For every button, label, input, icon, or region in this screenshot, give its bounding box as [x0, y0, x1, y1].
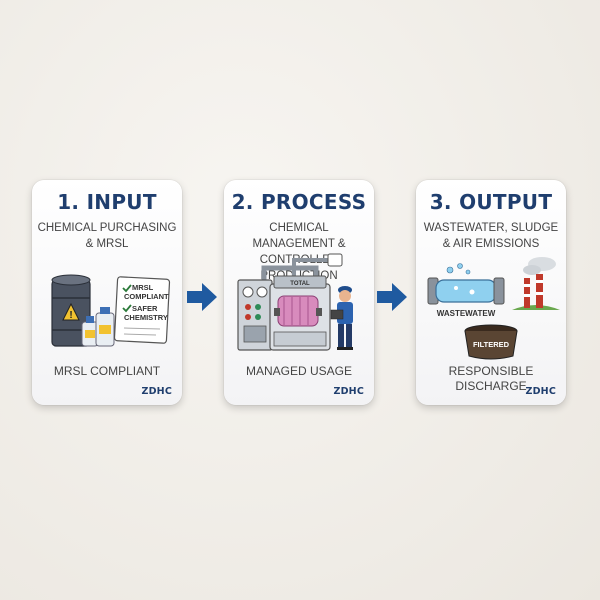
step-title: 1. INPUT [57, 190, 157, 214]
svg-text:SAFER: SAFER [132, 304, 158, 313]
barrel-icon: ! [51, 274, 91, 347]
checklist-icon: MRSL COMPLIANT SAFER CHEMISTRY [113, 276, 171, 344]
arrow-right-icon [377, 283, 407, 311]
svg-text:TOTAL: TOTAL [290, 281, 310, 287]
svg-text:WASTEWATEW: WASTEWATEW [437, 309, 496, 318]
svg-text:MRSL: MRSL [132, 283, 154, 292]
step-title: 3. OUTPUT [429, 190, 553, 214]
process-illustration: TOTAL [237, 253, 353, 351]
step-subtitle: WASTEWATER, SLUDGE & AIR EMISSIONS [423, 222, 559, 250]
step-card-process: 2. PROCESS CHEMICAL MANAGEMENT & CONTROL… [224, 180, 374, 405]
zdhc-logo: ZDHC [525, 386, 556, 397]
worker-icon [330, 286, 353, 350]
step-caption: MANAGED USAGE [245, 364, 353, 378]
arrow-right-icon [187, 283, 217, 311]
step-caption: RESPONSIBLE DISCHARGE [448, 364, 534, 393]
step-card-input: 1. INPUT CHEMICAL PURCHASING & MRSL ! M [32, 180, 182, 405]
svg-text:!: ! [69, 310, 72, 321]
step-card-output: 3. OUTPUT WASTEWATER, SLUDGE & AIR EMISS… [416, 180, 566, 405]
tank-icon: FILTERED [464, 324, 518, 360]
input-illustration: ! MRSL COMPLIANT SAFER CHEMISTRY [51, 274, 171, 347]
machine-icon: TOTAL [237, 253, 343, 351]
factory-icon [512, 257, 560, 310]
svg-text:FILTERED: FILTERED [473, 340, 510, 349]
svg-text:COMPLIANT: COMPLIANT [124, 292, 169, 301]
step-subtitle: CHEMICAL PURCHASING & MRSL [37, 222, 177, 250]
step-title: 2. PROCESS [231, 190, 367, 214]
pipe-icon: WASTEWATEW [427, 263, 505, 318]
output-illustration: WASTEWATEW FILTERED [427, 257, 560, 360]
step-caption: MRSL COMPLIANT [53, 364, 161, 378]
zdhc-logo: ZDHC [141, 386, 172, 397]
zdhc-logo: ZDHC [333, 386, 364, 397]
bottle-icon [81, 307, 115, 347]
svg-text:CHEMISTRY: CHEMISTRY [124, 313, 168, 322]
